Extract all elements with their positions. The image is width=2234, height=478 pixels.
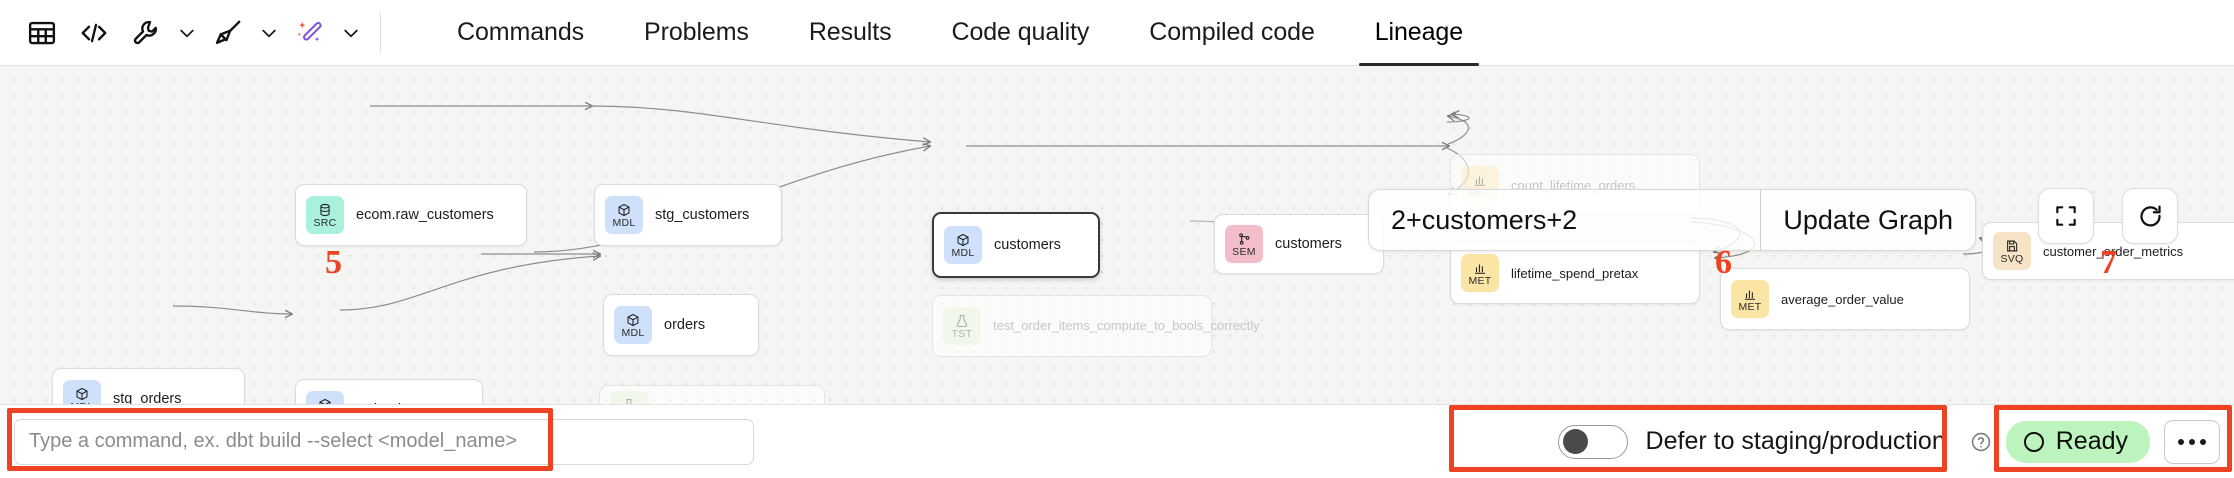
- toolbar-divider: [380, 12, 381, 53]
- lineage-node-lifetime-spend-pretax[interactable]: MET lifetime_spend_pretax: [1450, 242, 1700, 304]
- node-type-badge-tst: TST: [610, 391, 648, 404]
- more-options-button[interactable]: [2164, 419, 2220, 464]
- tab-results[interactable]: Results: [779, 0, 922, 66]
- badge-text: MDL: [621, 326, 645, 339]
- overlay-divider: [1760, 190, 1762, 250]
- defer-label: Defer to staging/production: [1645, 427, 1946, 455]
- node-label: count_lifetime_orders: [1511, 177, 1636, 193]
- lineage-node-order-items[interactable]: MDL order_items: [295, 379, 483, 404]
- lineage-graph-canvas[interactable]: SRC ecom.raw_customers MDL stg_customers…: [0, 66, 2234, 404]
- node-type-badge-mdl: MDL: [306, 391, 344, 404]
- tab-lineage[interactable]: Lineage: [1345, 0, 1493, 66]
- command-bar: Defer to staging/production Ready: [0, 404, 2234, 478]
- broom-icon[interactable]: [204, 9, 252, 57]
- lineage-node-stg-customers[interactable]: MDL stg_customers: [594, 184, 782, 246]
- node-label: stg_customers: [655, 207, 750, 223]
- node-label: lifetime_spend_pretax: [1511, 265, 1639, 281]
- tab-label: Lineage: [1374, 18, 1464, 46]
- node-type-badge-met: MET: [1461, 254, 1499, 292]
- node-label: customer_order_metrics: [2043, 243, 2184, 259]
- dot: [2200, 438, 2206, 445]
- tab-label: Commands: [457, 18, 585, 46]
- magic-wand-chevron-down-icon[interactable]: [338, 9, 364, 57]
- command-input[interactable]: [14, 418, 754, 465]
- bottom-right-controls: Defer to staging/production Ready: [1557, 419, 2220, 464]
- node-type-badge-sem: SEM: [1225, 225, 1263, 263]
- update-graph-button[interactable]: Update Graph: [1783, 204, 1953, 235]
- node-type-badge-mdl: MDL: [63, 380, 101, 404]
- toolbar-icon-group: [18, 9, 364, 57]
- badge-text: MET: [1738, 300, 1762, 313]
- node-type-badge-src: SRC: [306, 196, 344, 234]
- graph-selector-overlay: Update Graph: [1368, 189, 1976, 251]
- table-icon[interactable]: [18, 9, 66, 57]
- badge-text: MET: [1468, 274, 1492, 287]
- code-icon[interactable]: [70, 9, 118, 57]
- lineage-node-source[interactable]: SRC ecom.raw_customers: [295, 184, 527, 246]
- dot: [2178, 438, 2184, 445]
- node-type-badge-mdl: MDL: [614, 306, 652, 344]
- node-type-badge-svq: SVQ: [1993, 232, 2031, 270]
- node-label: stg_orders: [113, 391, 182, 404]
- badge-text: SVQ: [2000, 252, 2024, 265]
- node-label: customers: [1275, 236, 1342, 252]
- node-type-badge-mdl: MDL: [605, 196, 643, 234]
- fit-to-screen-button[interactable]: [2038, 188, 2094, 244]
- badge-text: TST: [951, 327, 973, 340]
- tab-problems[interactable]: Problems: [614, 0, 779, 66]
- graph-selector-input[interactable]: [1369, 190, 1761, 250]
- command-input-wrapper: [14, 418, 754, 465]
- node-label: average_order_value: [1781, 291, 1904, 307]
- node-label: test_order_items_compute_to_bools_correc…: [993, 318, 1260, 333]
- question-mark-icon[interactable]: [1970, 431, 1992, 453]
- tab-compiled-code[interactable]: Compiled code: [1119, 0, 1344, 66]
- tab-label: Problems: [644, 18, 749, 46]
- lineage-node-test-supply-costs[interactable]: TST test_supply_costs_sum_correctly: [599, 385, 851, 404]
- lineage-node-customers-semantic[interactable]: SEM customers: [1214, 214, 1384, 274]
- tab-code-quality[interactable]: Code quality: [922, 0, 1120, 66]
- defer-toggle[interactable]: [1557, 424, 1628, 459]
- tab-label: Compiled code: [1149, 18, 1315, 46]
- badge-text: MDL: [612, 216, 636, 229]
- lineage-node-customers-model[interactable]: MDL customers: [932, 212, 1100, 278]
- status-indicator-icon: [2023, 431, 2044, 452]
- status-text: Ready: [2055, 427, 2128, 455]
- node-type-badge-tst: TST: [943, 307, 981, 345]
- lineage-node-test-order-items[interactable]: TST test_order_items_compute_to_bools_co…: [932, 295, 1260, 357]
- dot: [2189, 438, 2195, 445]
- lineage-node-orders[interactable]: MDL orders: [603, 294, 759, 356]
- node-type-badge-mdl: MDL: [944, 226, 982, 264]
- node-label: test_supply_costs_sum_correctly: [660, 403, 851, 405]
- badge-text: SRC: [313, 216, 337, 229]
- lineage-node-average-order-value[interactable]: MET average_order_value: [1720, 268, 1970, 330]
- node-type-badge-met: MET: [1731, 280, 1769, 318]
- node-label: orders: [664, 317, 706, 333]
- panel-tabs: Commands Problems Results Code quality C…: [427, 0, 1493, 66]
- lineage-node-stg-orders[interactable]: MDL stg_orders: [52, 368, 245, 404]
- refresh-graph-button[interactable]: [2122, 188, 2178, 244]
- lineage-node-customer-order-metrics[interactable]: SVQ customer_order_metrics: [1982, 222, 2234, 280]
- badge-text: MDL: [951, 246, 975, 259]
- badge-text: SEM: [1232, 245, 1256, 258]
- tab-commands[interactable]: Commands: [427, 0, 614, 66]
- tab-label: Results: [808, 18, 892, 46]
- broom-chevron-down-icon[interactable]: [256, 9, 282, 57]
- wrench-icon[interactable]: [122, 9, 170, 57]
- badge-text: MDL: [70, 401, 93, 404]
- toggle-knob: [1562, 429, 1588, 454]
- tab-label: Code quality: [951, 18, 1090, 46]
- node-label: customers: [994, 237, 1061, 253]
- status-badge[interactable]: Ready: [2005, 420, 2150, 463]
- editor-toolbar: Commands Problems Results Code quality C…: [0, 0, 2234, 66]
- magic-wand-icon[interactable]: [286, 9, 334, 57]
- defer-group: Defer to staging/production: [1557, 424, 1992, 459]
- node-label: order_items: [356, 402, 433, 404]
- node-label: ecom.raw_customers: [356, 207, 494, 223]
- wrench-chevron-down-icon[interactable]: [174, 9, 200, 57]
